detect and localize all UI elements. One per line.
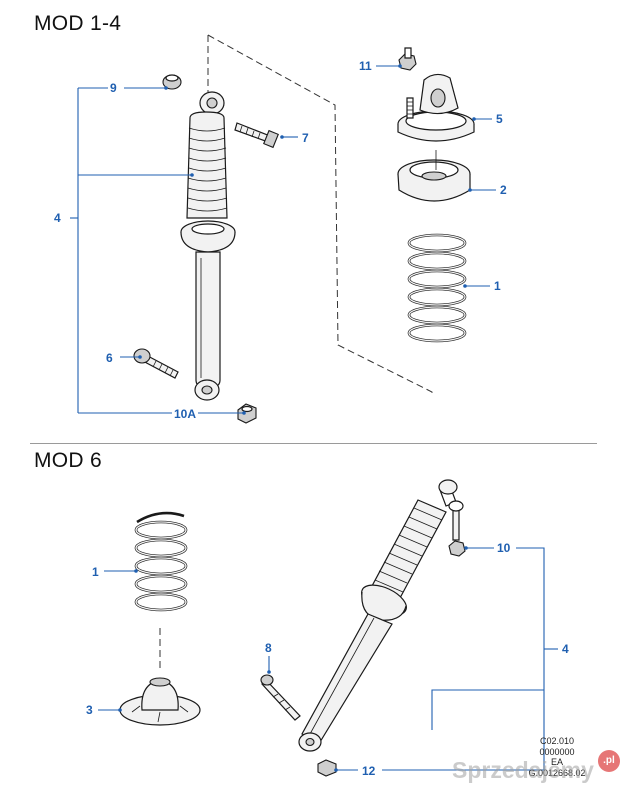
callout-6: 6	[106, 351, 113, 365]
coil-spring-mod6	[134, 511, 188, 612]
bush-12	[317, 759, 337, 777]
callout-4: 4	[54, 211, 61, 225]
ref-line-1: C02.010	[539, 736, 575, 746]
ref-line-4: G.0012668.02	[528, 767, 586, 778]
callout-8: 8	[265, 641, 272, 655]
callout-5: 5	[496, 112, 503, 126]
callout-3: 3	[86, 703, 93, 717]
top-mount-5	[397, 73, 475, 142]
ref-line-3: EA	[550, 757, 563, 767]
callout-9: 9	[110, 81, 117, 95]
bolt-7	[234, 122, 271, 143]
callout-12: 12	[362, 764, 376, 778]
watermark-badge: .pl	[598, 750, 620, 772]
callout-4-mod6: 4	[562, 642, 569, 656]
nut-10	[448, 540, 466, 557]
callout-1-mod6: 1	[92, 565, 99, 579]
callout-7: 7	[302, 131, 309, 145]
ref-line-2: 0000000	[539, 746, 575, 757]
section-title-mod-1-4: MOD 1-4	[34, 12, 122, 35]
callout-10a: 10A	[174, 407, 196, 421]
callout-10: 10	[497, 541, 511, 555]
drawing-reference-code: C02.010 0000000 EA G.0012668.02	[522, 736, 592, 778]
lower-spring-seat-3	[119, 677, 201, 726]
shock-absorber-mod6	[260, 479, 466, 777]
spring-seat-2	[397, 150, 471, 202]
shock-absorber-mod14	[133, 74, 279, 424]
callout-2: 2	[500, 183, 507, 197]
watermark-text: Sprzedajemy	[452, 757, 594, 783]
section-divider	[30, 443, 597, 444]
damper-spring-seat	[180, 231, 236, 253]
coil-spring-mod14	[407, 233, 467, 343]
callout-11: 11	[359, 59, 372, 73]
alignment-dashed-outline	[207, 34, 433, 395]
damper-tube-mod6	[301, 613, 393, 743]
callout-1: 1	[494, 279, 501, 293]
bolt-8	[261, 679, 301, 721]
section-title-mod-6: MOD 6	[34, 449, 103, 472]
damper-tube	[195, 251, 221, 389]
dust-gaiter	[186, 111, 228, 219]
